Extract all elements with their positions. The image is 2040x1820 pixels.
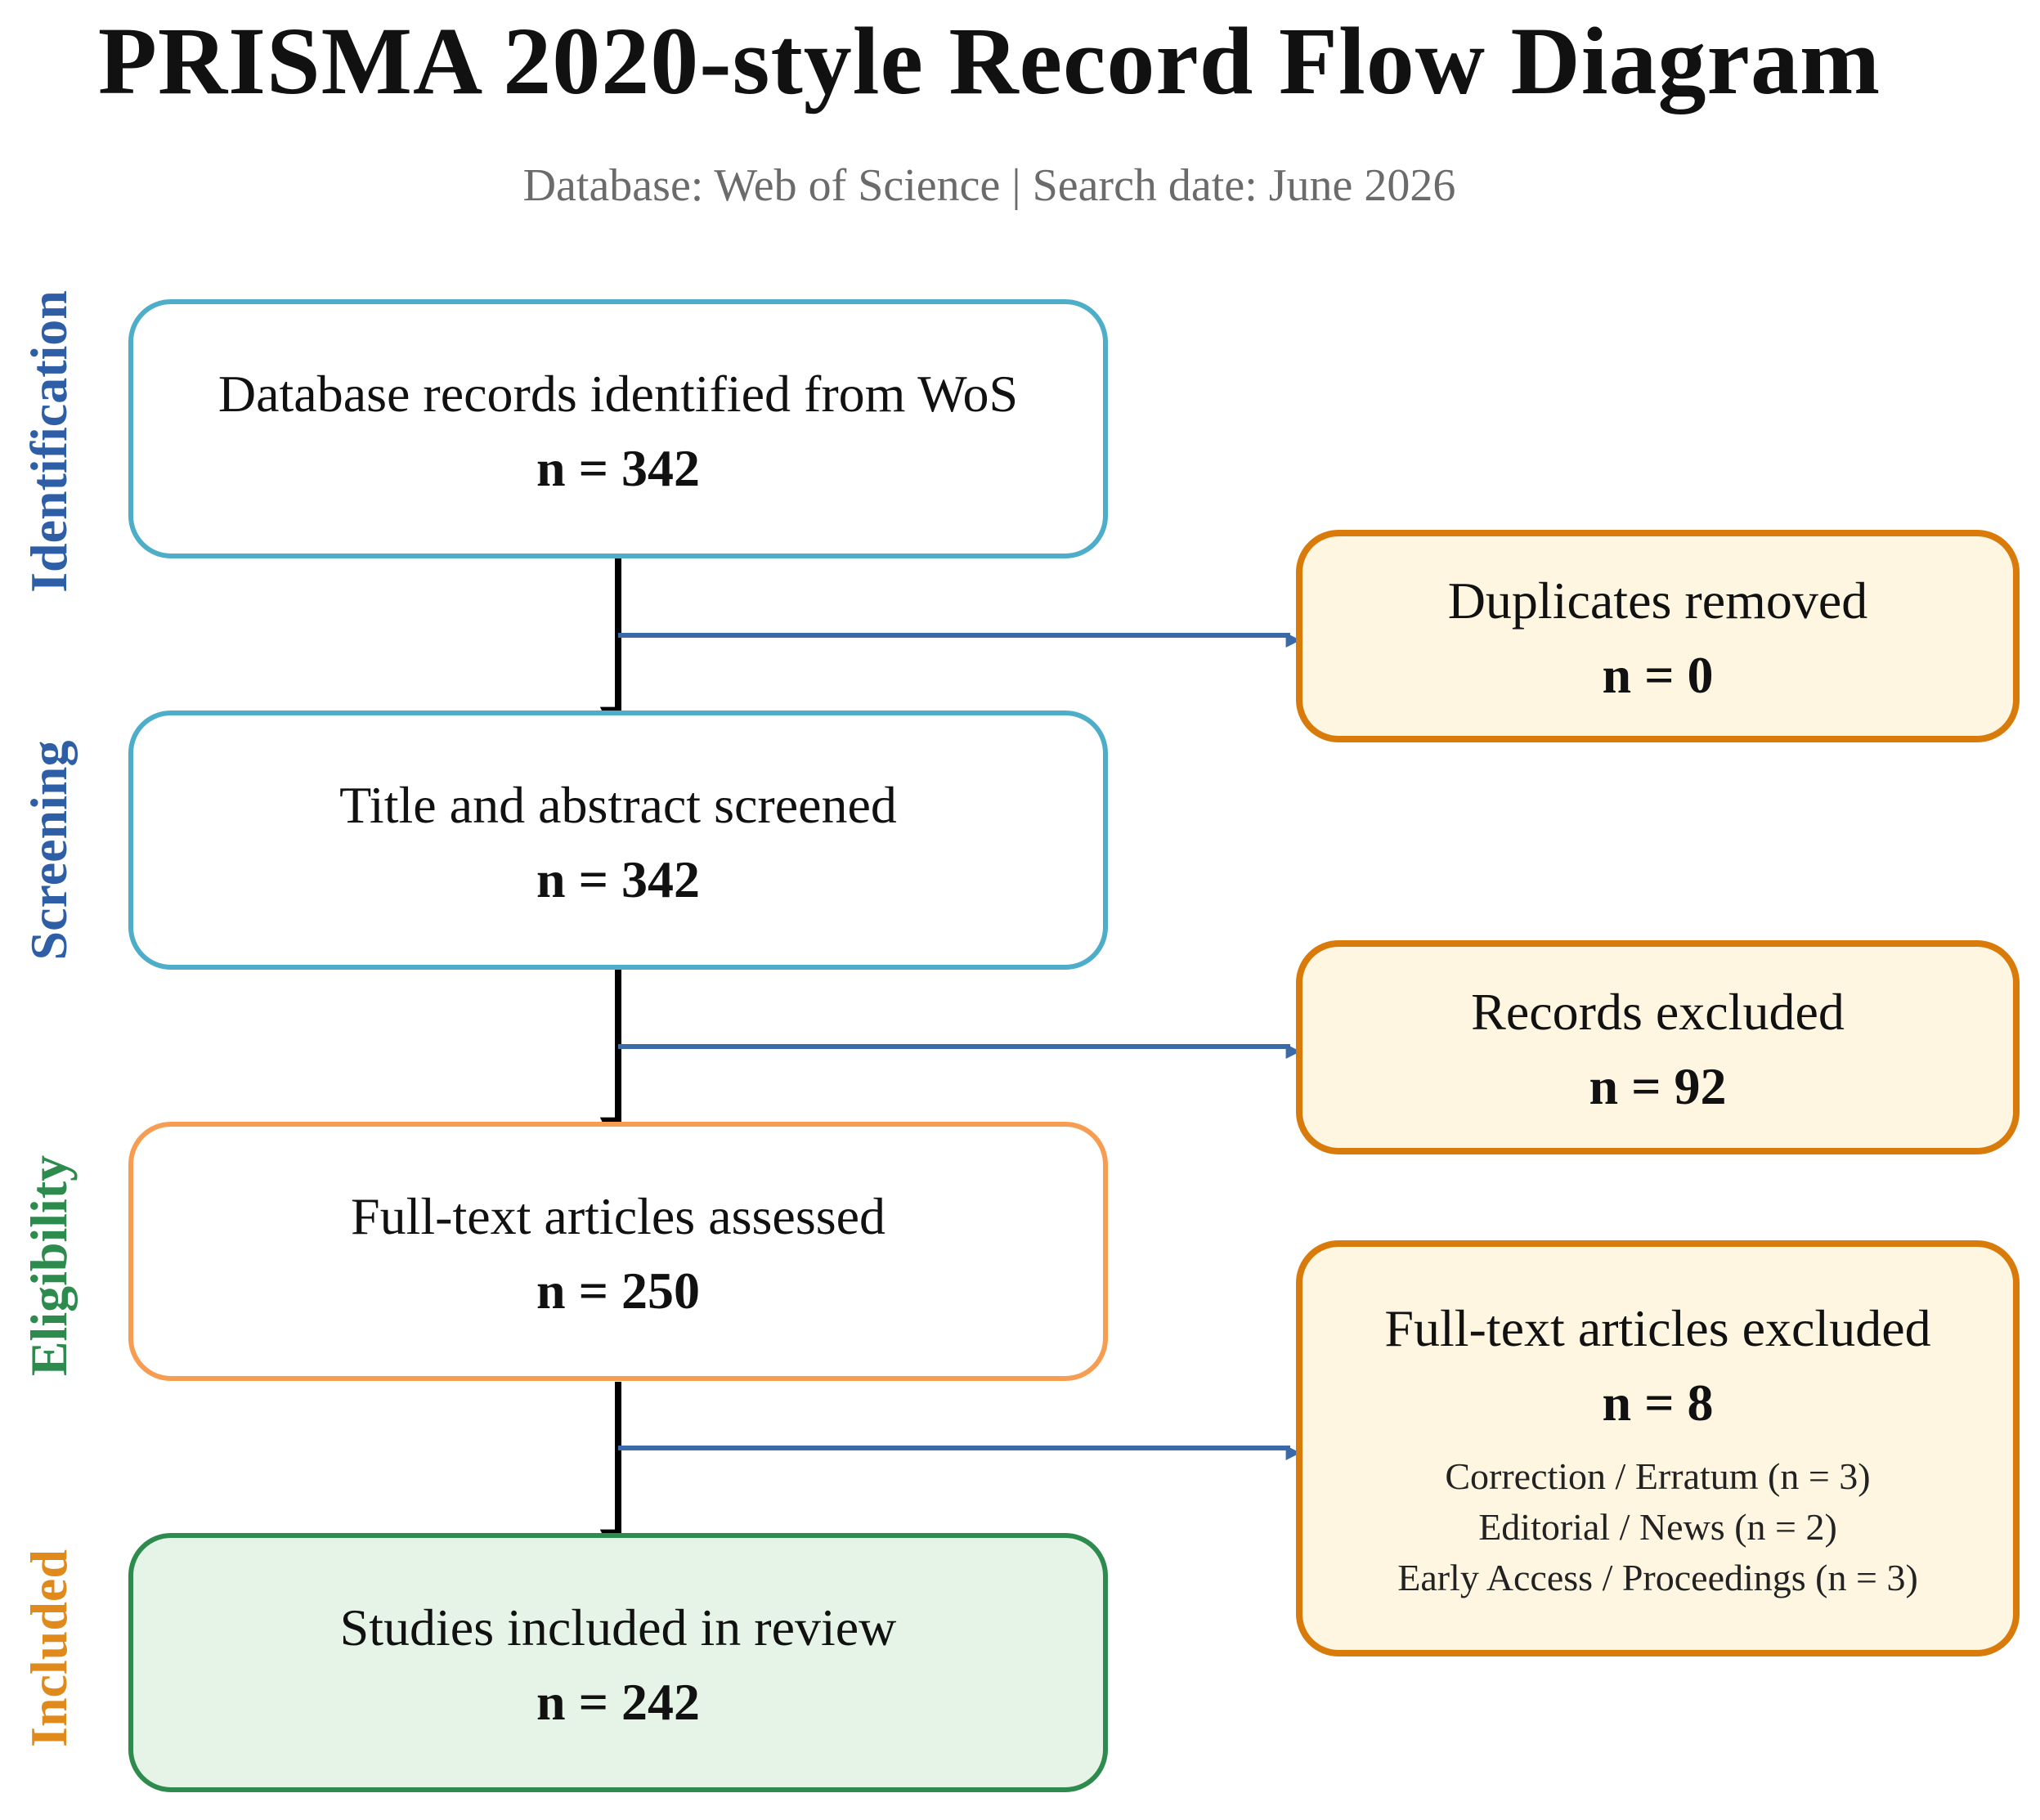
identification-label: Database records identified from WoS <box>217 364 1019 423</box>
included-label: Studies included in review <box>339 1598 897 1656</box>
phase-label-included: Included <box>20 1549 78 1747</box>
eligibility-label: Full-text articles assessed <box>350 1186 886 1245</box>
exclusion-reason-editorial: Editorial / News (n = 2) <box>1478 1505 1837 1548</box>
records-excluded-count: n = 92 <box>1589 1057 1727 1115</box>
identification-box: Database records identified from WoS n =… <box>128 299 1108 558</box>
screening-label: Title and abstract screened <box>339 775 897 834</box>
included-box: Studies included in review n = 242 <box>128 1533 1108 1792</box>
phase-label-eligibility: Eligibility <box>20 1154 78 1377</box>
fulltext-excluded-label: Full-text articles excluded <box>1384 1298 1931 1357</box>
diagram-title: PRISMA 2020-style Record Flow Diagram <box>97 7 1881 114</box>
screening-count: n = 342 <box>536 849 701 908</box>
records-excluded-label: Records excluded <box>1471 983 1845 1041</box>
exclusion-reason-correction: Correction / Erratum (n = 3) <box>1445 1455 1871 1497</box>
included-count: n = 242 <box>536 1672 701 1731</box>
phase-label-identification: Identification <box>20 290 78 593</box>
fulltext-excluded-count: n = 8 <box>1602 1373 1714 1432</box>
exclusion-reason-early-access: Early Access / Proceedings (n = 3) <box>1397 1556 1918 1598</box>
duplicates-removed-label: Duplicates removed <box>1447 572 1868 630</box>
fulltext-excluded-box: Full-text articles excluded n = 8 Correc… <box>1296 1240 2020 1656</box>
eligibility-count: n = 250 <box>536 1261 701 1320</box>
eligibility-box: Full-text articles assessed n = 250 <box>128 1122 1108 1381</box>
screening-box: Title and abstract screened n = 342 <box>128 711 1108 970</box>
phase-label-screening: Screening <box>20 740 78 961</box>
duplicates-removed-box: Duplicates removed n = 0 <box>1296 530 2020 742</box>
duplicates-removed-count: n = 0 <box>1602 646 1714 704</box>
records-excluded-box: Records excluded n = 92 <box>1296 940 2020 1154</box>
identification-count: n = 342 <box>536 438 701 497</box>
diagram-subtitle: Database: Web of Science | Search date: … <box>522 160 1456 211</box>
